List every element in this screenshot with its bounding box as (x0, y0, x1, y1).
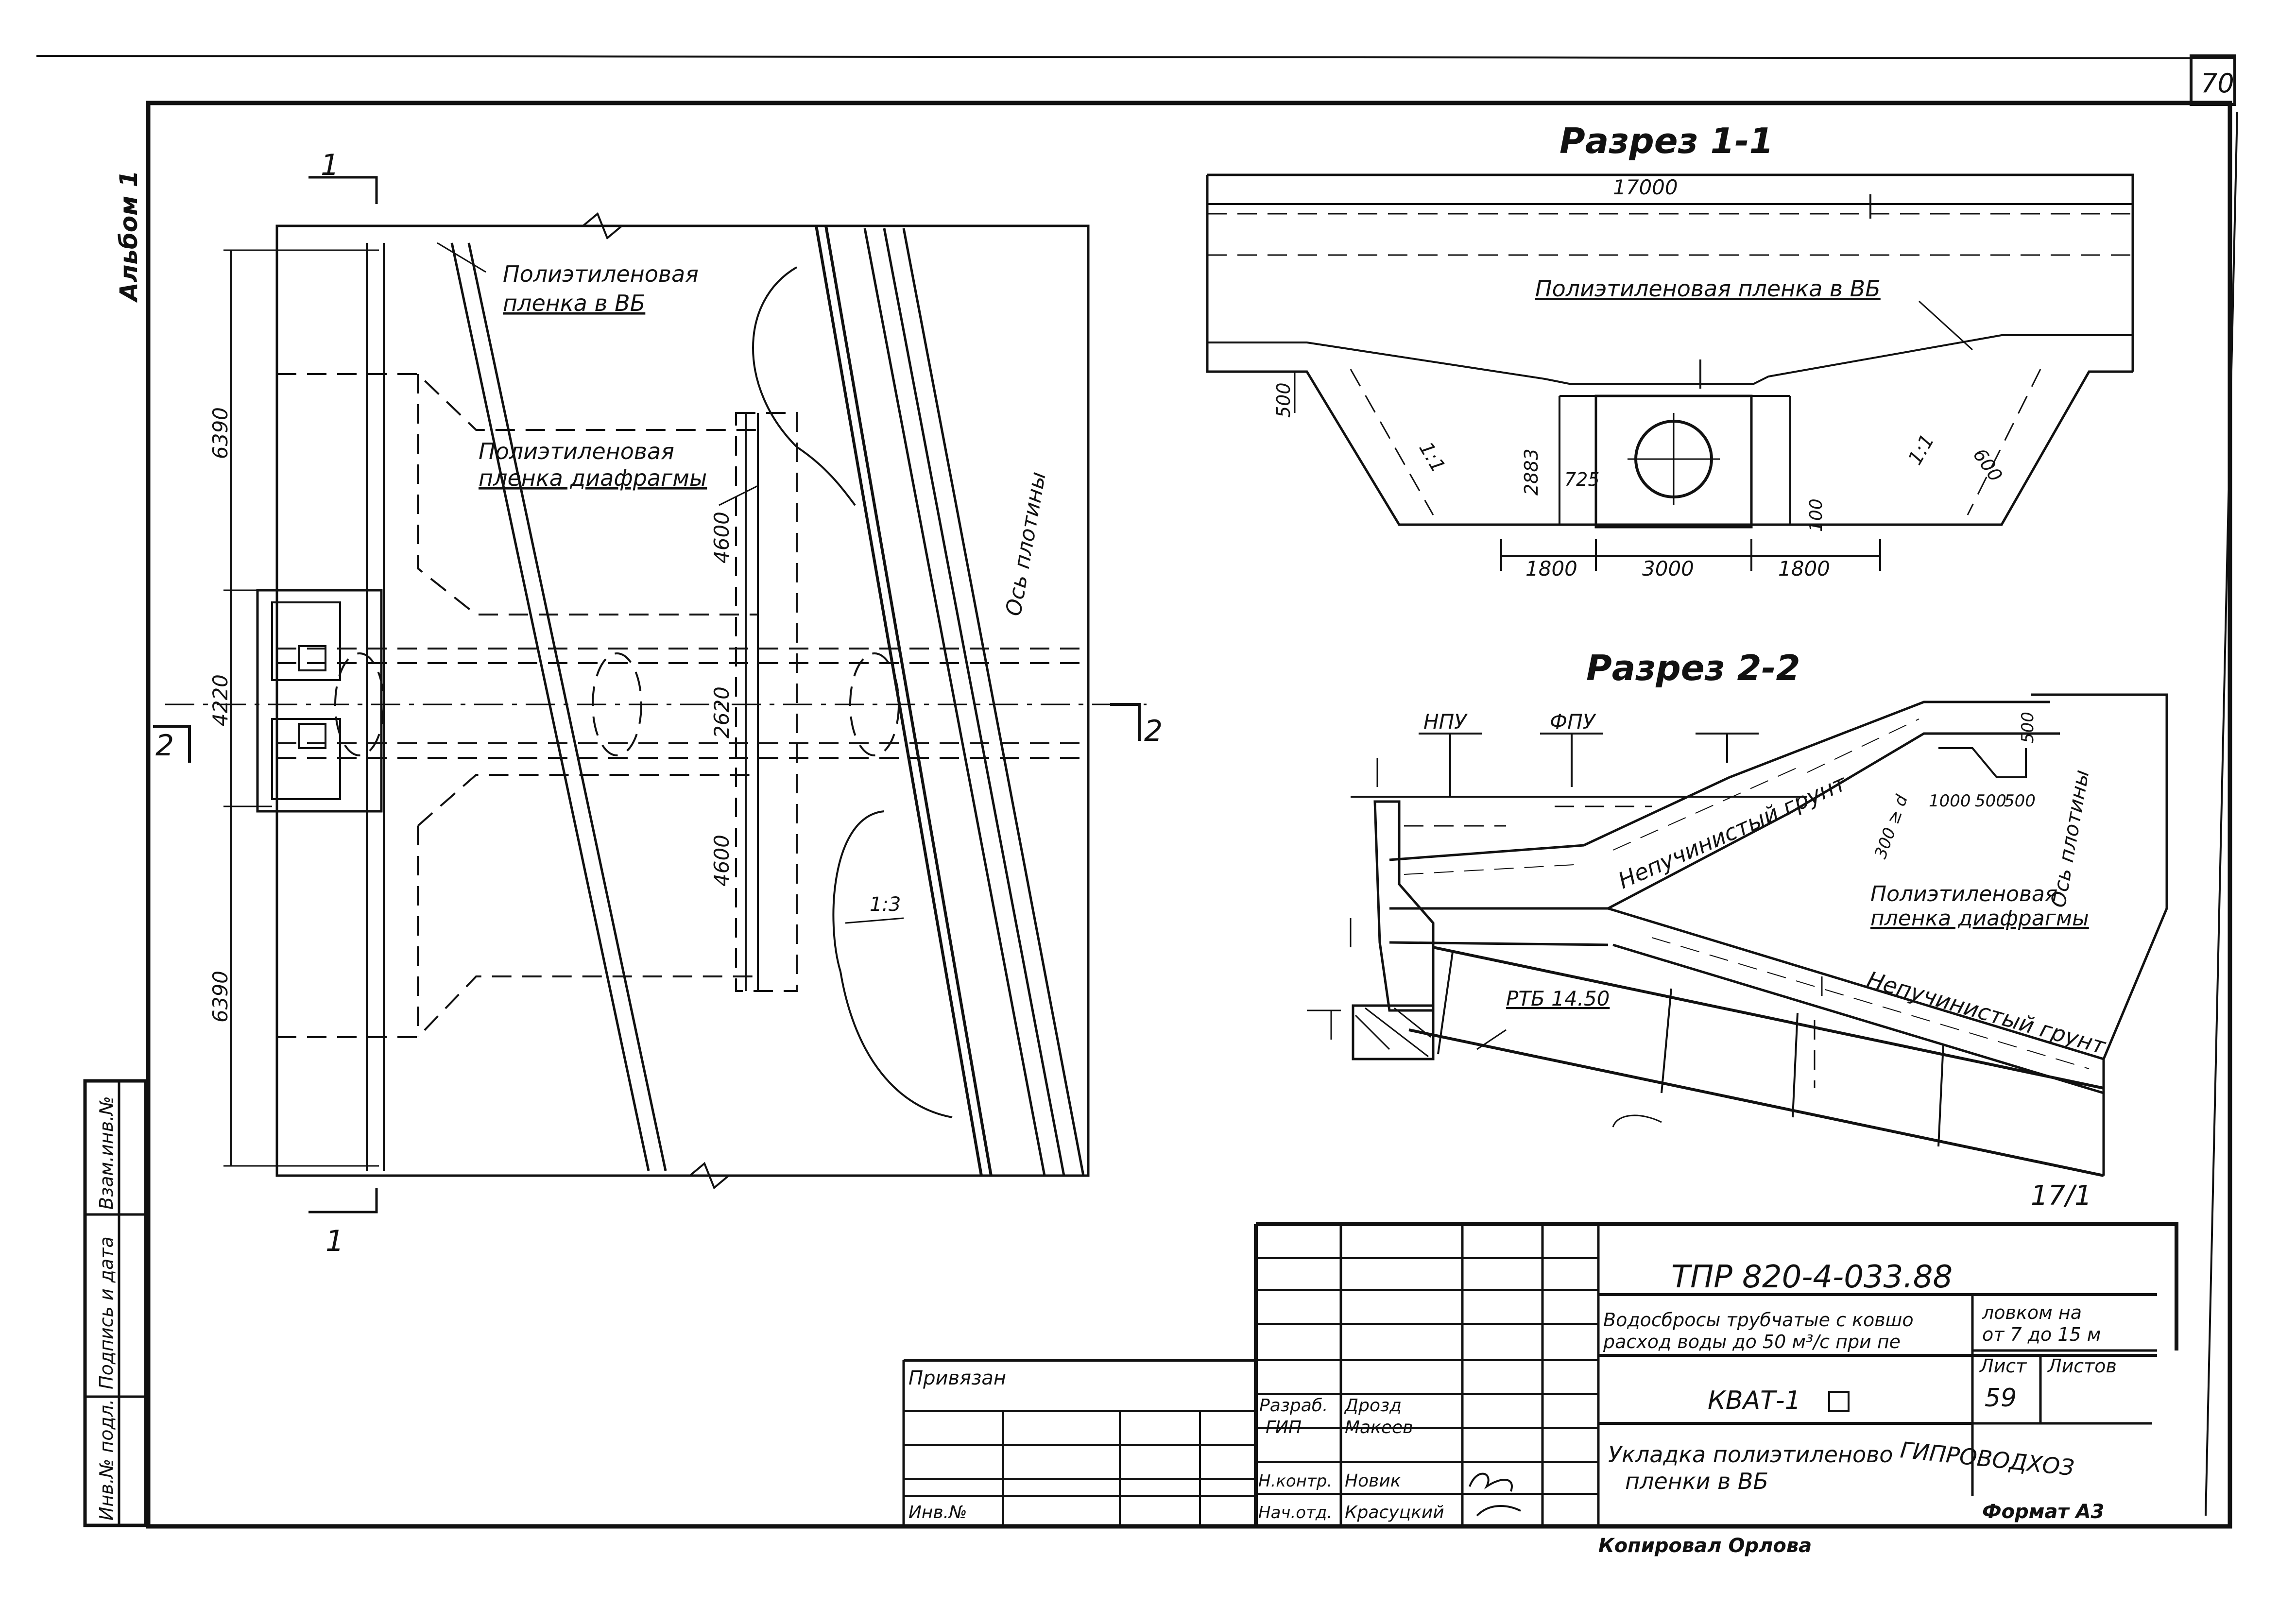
section-2-2-dim-500-b: 500 (2004, 791, 2036, 811)
plan-film-diaphragm-label-2: пленка диафрагмы (479, 465, 707, 491)
name-norm-control: Новик (1345, 1471, 1401, 1491)
section-1-1-film-label: Полиэтиленовая пленка в ВБ (1535, 275, 1881, 302)
section-1-1-slope-right: 1:1 (1904, 430, 1939, 469)
section-1-1-title: Разрез 1-1 (1559, 120, 1774, 161)
plan-section-mark-2-left: 2 (155, 729, 174, 763)
drawing-title-line-2: пленки в ВБ (1625, 1468, 1768, 1494)
plan-dim-upper-4600: 4600 (710, 512, 734, 564)
plan-dim-upper-6390: 6390 (208, 407, 232, 459)
section-2-2-drawing (1307, 693, 2168, 1177)
sheet-label: Лист (1979, 1355, 2027, 1377)
stamp-label-replacement-inv: Взам.инв.№ (96, 1096, 117, 1210)
format-label: Формат А3 (1982, 1501, 2104, 1523)
section-1-1-dim-2883: 2883 (1521, 448, 1542, 496)
section-2-2-dim-1000: 1000 (1929, 791, 1971, 811)
plan-section-mark-1-bottom: 1 (326, 1224, 344, 1258)
plan-dim-lower-4600: 4600 (710, 835, 734, 887)
plan-dam-axis-label: Ось плотины (1001, 470, 1051, 618)
name-dept-head: Красуцкий (1345, 1503, 1444, 1522)
description-tail-2: от 7 до 15 м (1982, 1324, 2101, 1345)
section-1-1-dim-1800-right: 1800 (1778, 557, 1830, 581)
role-norm-control: Н.контр. (1258, 1471, 1332, 1491)
plan-film-vb-label-2: пленка в ВБ (503, 290, 645, 316)
description-line-1: Водосбросы трубчатые с ковшо (1603, 1309, 1914, 1331)
sheet-number: 70 (2201, 68, 2234, 99)
project-code: ТПР 820-4-033.88 (1671, 1259, 1953, 1295)
section-2-2-fpu: ФПУ (1550, 710, 1596, 734)
plan-film-vb-label-1: Полиэтиленовая (503, 261, 699, 287)
section-1-1-drawing (1206, 173, 2134, 571)
title-block (902, 1222, 2178, 1525)
plan-film-diaphragm-label-1: Полиэтиленовая (479, 438, 674, 464)
sheets-label: Листов (2047, 1355, 2117, 1377)
section-1-1-dim-100: 100 (1806, 498, 1826, 532)
plan-dim-4220: 4220 (208, 674, 232, 726)
plan-dim-lower-6390: 6390 (208, 971, 232, 1023)
plan-section-mark-2-right: 2 (1144, 714, 1163, 748)
plan-dim-2620: 2620 (710, 686, 734, 738)
section-2-2-npu: НПУ (1423, 710, 1468, 734)
section-1-1-slope-left: 1:1 (1414, 438, 1449, 477)
section-2-2-dim-500-vertical: 500 (2018, 712, 2038, 743)
stamp-label-signature-date: Подпись и дата (96, 1236, 117, 1389)
section-1-1-dim-3000: 3000 (1642, 557, 1694, 581)
album-label: Альбом 1 (115, 171, 143, 303)
section-2-2-soil-upper: Непучинистый грунт (1614, 769, 1851, 894)
sheet-value: 59 (1985, 1384, 2017, 1413)
plan-section-mark-1-top: 1 (321, 148, 339, 182)
section-1-1-dim-600: 600 (1969, 444, 2007, 486)
section-2-2-film-label-1: Полиэтиленовая (1870, 882, 2057, 906)
drawing-code: КВАТ-1 (1708, 1386, 1801, 1415)
stamp-label-inv-original: Инв.№ подл. (96, 1399, 117, 1521)
role-chief-engineer: ГИП (1266, 1418, 1302, 1437)
side-stamp (83, 1079, 148, 1527)
drawing-title-line-1: Укладка полиэтиленово (1608, 1441, 1893, 1468)
section-2-2-dim-500-a: 500 (1975, 791, 2006, 811)
description-line-2: расход воды до 50 м³/с при пе (1603, 1331, 1901, 1352)
section-2-2-pipe-label: РТБ 14.50 (1506, 987, 1610, 1010)
organization: ГИПРОВОДХОЗ (1899, 1436, 2075, 1481)
section-1-1-width-dim: 17000 (1613, 175, 1678, 199)
sheet-frame (36, 54, 2238, 1529)
section-1-1-dim-1800-left: 1800 (1525, 557, 1577, 581)
section-2-2-title: Разрез 2-2 (1586, 648, 1800, 688)
inv-number-label: Инв.№ (908, 1503, 967, 1522)
section-2-2-ref-mark: 17/1 (2031, 1180, 2092, 1212)
role-dept-head: Нач.отд. (1258, 1503, 1332, 1522)
plan-slope-label: 1:3 (870, 893, 901, 916)
role-developer: Разраб. (1259, 1396, 1328, 1416)
description-tail-1: ловком на (1982, 1302, 2082, 1323)
copied-by: Копировал Орлова (1598, 1535, 1812, 1557)
section-2-2-thickness: 300 ≥ d (1871, 792, 1912, 861)
bound-label: Привязан (908, 1367, 1006, 1389)
section-1-1-dim-725: 725 (1564, 469, 1600, 490)
name-developer: Дрозд (1344, 1396, 1402, 1416)
plan-view (153, 176, 1147, 1214)
name-chief-engineer: Макеев (1345, 1418, 1413, 1437)
section-2-2-film-label-2: пленка диафрагмы (1870, 906, 2089, 931)
section-1-1-dim-500: 500 (1273, 382, 1294, 418)
signature-mark (1469, 1472, 1521, 1517)
